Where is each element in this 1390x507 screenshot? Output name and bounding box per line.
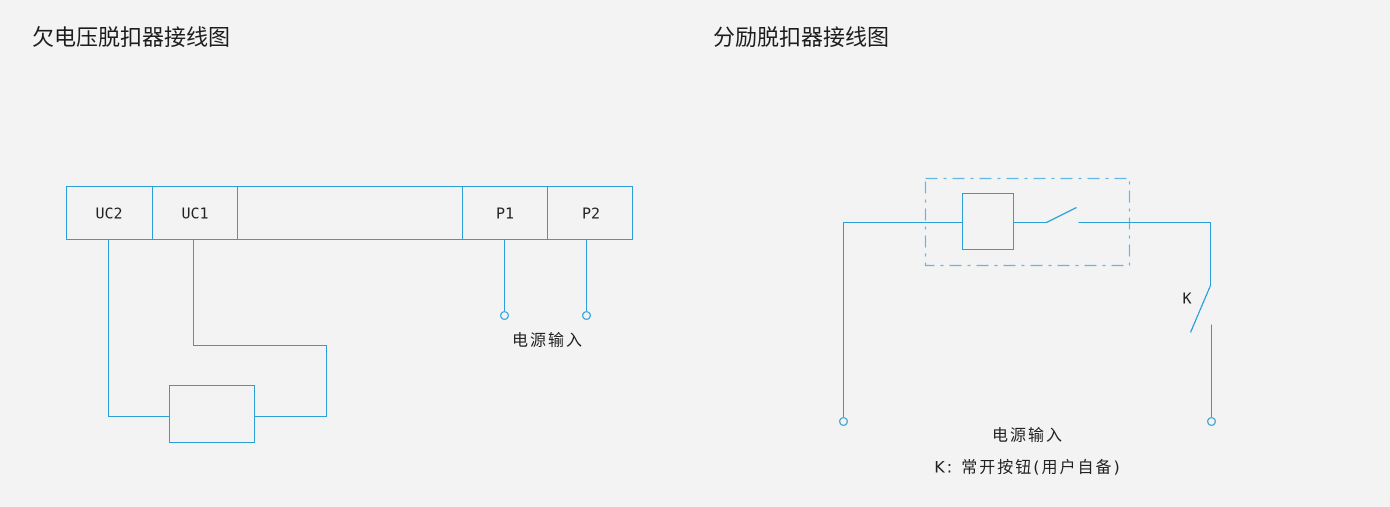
- shunt-release-diagram: K 电源输入 K: 常开按钮(用户自备): [839, 177, 1216, 477]
- terminal-label-uc1: UC1: [181, 205, 208, 223]
- uc1-wire: [192, 239, 328, 418]
- p1-terminal: [500, 311, 509, 320]
- left-power-input-label: 电源输入: [512, 331, 584, 350]
- switch-label-k: K: [1182, 290, 1191, 308]
- left-supply-terminal: [839, 417, 848, 426]
- undervoltage-release-diagram: UC2 UC1 P1 P2 电源输入: [65, 185, 634, 444]
- uc2-wire: [107, 239, 170, 418]
- terminal-label-uc2: UC2: [95, 205, 122, 223]
- terminal-label-p1: P1: [496, 205, 514, 223]
- left-supply-wire: [842, 221, 963, 417]
- normally-open-button-contact: [1189, 285, 1212, 333]
- internal-contact: [1046, 206, 1077, 224]
- shunt-coil: [961, 192, 1015, 251]
- terminal-strip: [65, 185, 634, 241]
- button-note: K: 常开按钮(用户自备): [934, 458, 1121, 477]
- undervoltage-coil: [168, 384, 256, 444]
- right-power-input-label: 电源输入: [992, 426, 1064, 445]
- shunt-release-title: 分励脱扣器接线图: [713, 26, 890, 51]
- undervoltage-release-title: 欠电压脱扣器接线图: [32, 26, 231, 51]
- right-supply-terminal: [1207, 417, 1216, 426]
- p2-terminal: [582, 311, 591, 320]
- terminal-label-p2: P2: [582, 205, 600, 223]
- contact-to-button-wire: [1078, 221, 1212, 286]
